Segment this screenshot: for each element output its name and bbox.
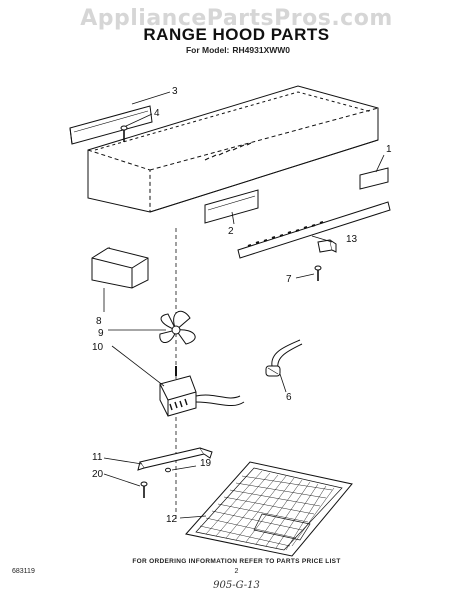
model-line: For Model:RH4931XWW0 <box>0 45 473 55</box>
callout-4: 4 <box>154 108 160 119</box>
callout-2: 2 <box>228 226 234 237</box>
screw-19 <box>165 467 171 473</box>
switch-housing <box>69 105 153 145</box>
callout-numbers: 1 2 3 4 6 7 8 9 10 11 12 13 19 20 <box>92 86 392 525</box>
model-label: For Model: <box>185 45 230 55</box>
callout-9: 9 <box>98 328 104 339</box>
screw-4 <box>120 125 128 142</box>
component-box <box>91 246 149 289</box>
fan-blade <box>159 310 196 345</box>
front-trim-strip <box>237 167 391 259</box>
watermark: AppliancePartsPros.com <box>80 6 393 31</box>
callout-7: 7 <box>286 274 292 285</box>
grease-filter <box>185 461 353 557</box>
callout-10: 10 <box>92 342 104 353</box>
callout-19: 19 <box>200 458 212 469</box>
callout-20: 20 <box>92 469 104 480</box>
hood-body <box>87 85 379 213</box>
power-cord <box>265 339 303 377</box>
page-title: RANGE HOOD PARTS <box>143 25 330 44</box>
callout-12: 12 <box>166 514 178 525</box>
light-panel <box>204 189 259 224</box>
hood-top-lettering <box>204 142 252 161</box>
lower-bracket <box>137 447 213 471</box>
screw-7 <box>314 265 322 281</box>
callout-11: 11 <box>92 452 103 463</box>
leader-lines <box>103 91 385 519</box>
callout-1: 1 <box>386 144 392 155</box>
page-number: 2 <box>234 568 239 575</box>
motor <box>159 366 245 417</box>
callout-3: 3 <box>172 86 178 97</box>
filter-mesh <box>199 470 335 551</box>
model-number: RH4931XWW0 <box>232 45 291 55</box>
callout-6: 6 <box>286 392 292 403</box>
handwritten-note: 905-G-13 <box>213 580 260 591</box>
mounting-bracket <box>317 239 337 253</box>
ordering-note: FOR ORDERING INFORMATION REFER TO PARTS … <box>132 558 341 565</box>
callout-8: 8 <box>96 316 102 327</box>
document-code: 683119 <box>12 568 35 575</box>
callout-13: 13 <box>346 234 358 245</box>
screw-20 <box>140 481 148 498</box>
